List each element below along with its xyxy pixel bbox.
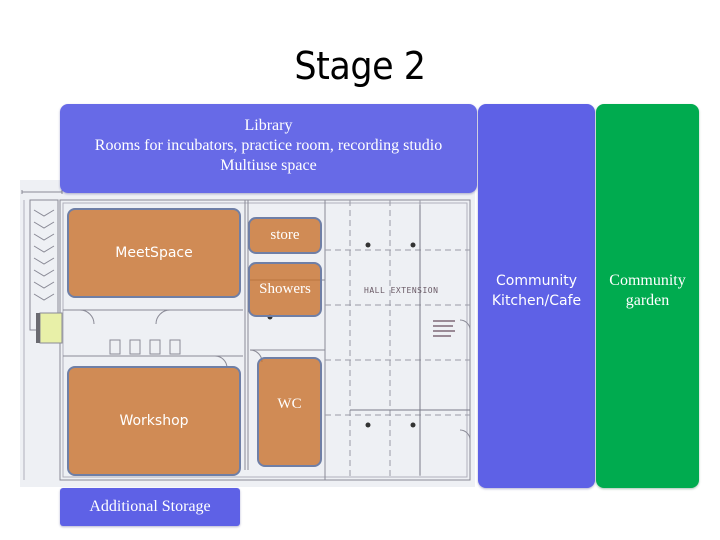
kitchen-line-1: Community	[495, 273, 578, 289]
community-kitchen-block[interactable]: Community Kitchen/Cafe	[478, 104, 595, 488]
room-showers-label: Showers	[259, 281, 311, 297]
garden-line-1: Community	[609, 272, 686, 289]
room-store[interactable]: store	[248, 217, 322, 254]
library-block[interactable]: Library Rooms for incubators, practice r…	[60, 104, 477, 193]
room-meetspace[interactable]: MeetSpace	[67, 208, 241, 298]
hall-extension-label: HALL EXTENSION	[364, 286, 439, 295]
room-workshop[interactable]: Workshop	[67, 366, 241, 476]
room-wc[interactable]: WC	[257, 357, 322, 467]
additional-storage-block[interactable]: Additional Storage	[60, 488, 240, 526]
room-meetspace-label: MeetSpace	[115, 245, 193, 261]
library-line-3: Multiuse space	[220, 156, 317, 174]
room-showers[interactable]: Showers	[248, 262, 322, 317]
room-wc-label: WC	[277, 395, 302, 412]
slide-title: Stage 2	[294, 44, 426, 88]
kitchen-line-2: Kitchen/Cafe	[491, 293, 582, 309]
floor-plan-drawing	[21, 190, 471, 481]
room-workshop-label: Workshop	[119, 413, 189, 429]
library-line-2: Rooms for incubators, practice room, rec…	[94, 136, 443, 154]
garden-line-2: garden	[625, 292, 670, 309]
room-store-label: store	[270, 227, 300, 243]
community-garden-block[interactable]: Community garden	[596, 104, 699, 488]
storage-label: Additional Storage	[89, 498, 211, 515]
library-line-1: Library	[244, 116, 293, 134]
